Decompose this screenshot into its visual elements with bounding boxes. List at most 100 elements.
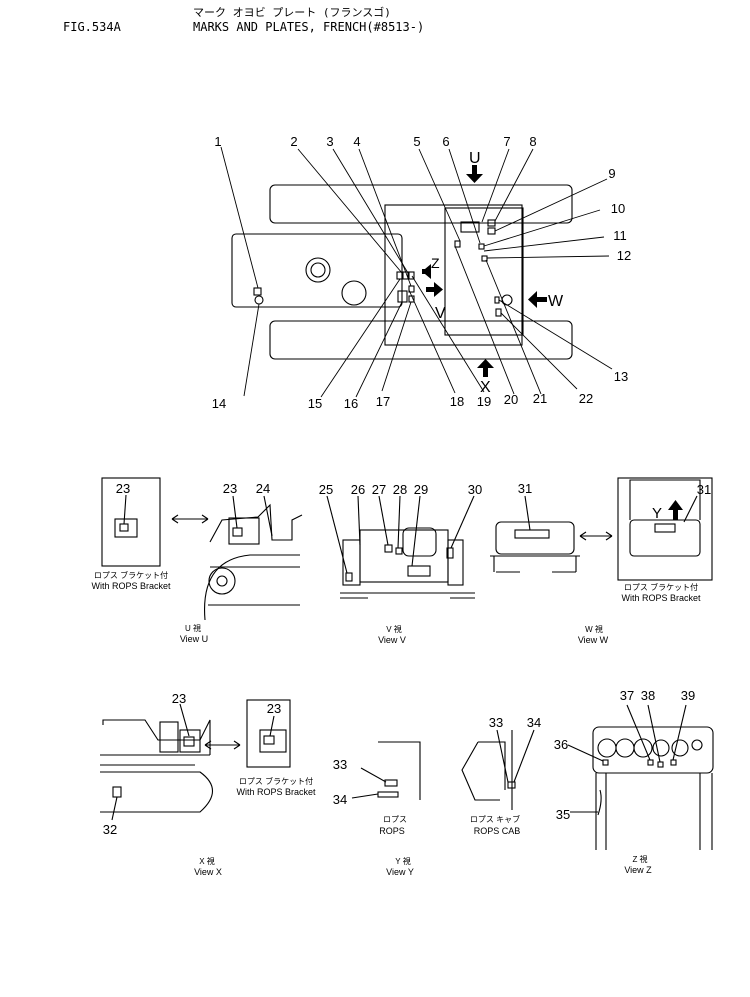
view-w-caption-en: View W [578,635,609,645]
rops-cab-caption-jp: ロプス キャブ [470,814,520,824]
arrow-W [528,291,547,308]
leader-33 [360,767,387,783]
leader-34b [513,729,535,783]
view-v-ground [340,592,475,599]
callout-28: 28 [393,482,407,497]
callout-33-rops: 33 [333,757,347,772]
view-v-plate-28 [395,547,403,555]
leader-32 [111,796,118,821]
view-w-inset-hood [629,519,701,557]
leader-23a [123,494,127,525]
plate-13 [494,296,500,304]
view-v-right-post [447,539,464,586]
leader-26 [357,495,361,546]
title-english: MARKS AND PLATES, FRENCH(#8513-) [193,20,425,34]
callout-12: 12 [617,248,631,263]
leader-24 [263,495,273,537]
plate-12 [481,255,488,262]
top-leaders [220,146,613,398]
view-u-idler-hub [216,575,228,587]
view-z-plate-37 [647,759,654,766]
view-z-gauge-2 [615,738,635,758]
callout-36: 36 [554,737,568,752]
callout-23-x: 23 [172,691,186,706]
callout-6: 6 [442,134,449,149]
rops-caption-en: ROPS [379,826,405,836]
callout-20: 20 [504,392,518,407]
callout-numbers: 1 2 3 4 5 6 7 8 9 10 11 12 13 14 15 16 1… [103,134,711,837]
callout-37: 37 [620,688,634,703]
view-w-inset-rops [629,479,701,520]
callout-11: 11 [613,228,627,243]
callout-23-x-inset: 23 [267,701,281,716]
plate-4 [408,285,415,293]
plate-6 [454,240,461,248]
view-letter-Y: Y [652,505,662,522]
view-y [351,729,535,810]
plate-16 [397,290,408,303]
callout-33-cab: 33 [489,715,503,730]
callout-23-u-inset: 23 [116,481,130,496]
callout-25: 25 [319,482,333,497]
callout-35: 35 [556,807,570,822]
callout-17: 17 [376,394,390,409]
view-v-caption-en: View V [378,635,406,645]
leader-38 [647,704,661,763]
view-z-gauge-1 [597,738,617,758]
callout-39: 39 [681,688,695,703]
callout-15: 15 [308,396,322,411]
leader-23d [269,715,275,737]
main-frame [384,204,523,346]
leader-34 [351,793,379,799]
view-v-plate-29 [407,565,431,577]
leader-33b [496,729,509,783]
callout-27: 27 [372,482,386,497]
plate-7 [460,221,480,233]
view-u-idler [208,567,236,595]
tank-circle [305,257,331,283]
arrow-V [426,282,443,297]
view-y-plate-33 [384,779,398,787]
callout-21: 21 [533,391,547,406]
leader-31a [524,495,531,531]
leader-37 [626,704,651,761]
callout-10: 10 [611,201,625,216]
view-y-cab-window [461,741,500,801]
leader-28 [397,495,401,549]
callout-31-w: 31 [518,481,532,496]
view-w-inset-plate [654,523,676,533]
callout-26: 26 [351,482,365,497]
callout-23-u: 23 [223,481,237,496]
callout-38: 38 [641,688,655,703]
view-x-box [179,729,201,753]
view-w-inset-box [617,477,713,581]
view-z-gauge-3 [633,738,653,758]
callout-16: 16 [344,396,358,411]
callout-9: 9 [608,166,615,181]
view-y-rops-frame [378,741,421,800]
view-x-plate-23 [183,736,195,747]
upper-track [269,184,573,224]
view-z-caption-en: View Z [624,865,652,875]
view-v-seat [402,527,437,557]
view-v-body [359,529,449,583]
leader-29 [411,495,421,567]
view-x [100,699,291,821]
callout-24: 24 [256,481,270,496]
arrow-W-left [422,264,431,279]
callout-18: 18 [450,394,464,409]
view-u-caption-en: View U [180,634,208,644]
callout-19: 19 [477,394,491,409]
view-letter-U: U [469,150,481,167]
view-x-tank [159,721,179,753]
callout-22: 22 [579,391,593,406]
view-v-caption-jp: V 視 [386,625,402,634]
leader-39 [672,704,687,761]
view-u-inset-plate [114,518,138,538]
cap-circle [341,280,367,306]
callout-4: 4 [353,134,360,149]
callout-5: 5 [413,134,420,149]
view-w-double-arrow [579,531,613,541]
view-u-inset-decal [119,523,129,532]
u-inset-caption-jp: ロプス ブラケット付 [94,570,168,580]
